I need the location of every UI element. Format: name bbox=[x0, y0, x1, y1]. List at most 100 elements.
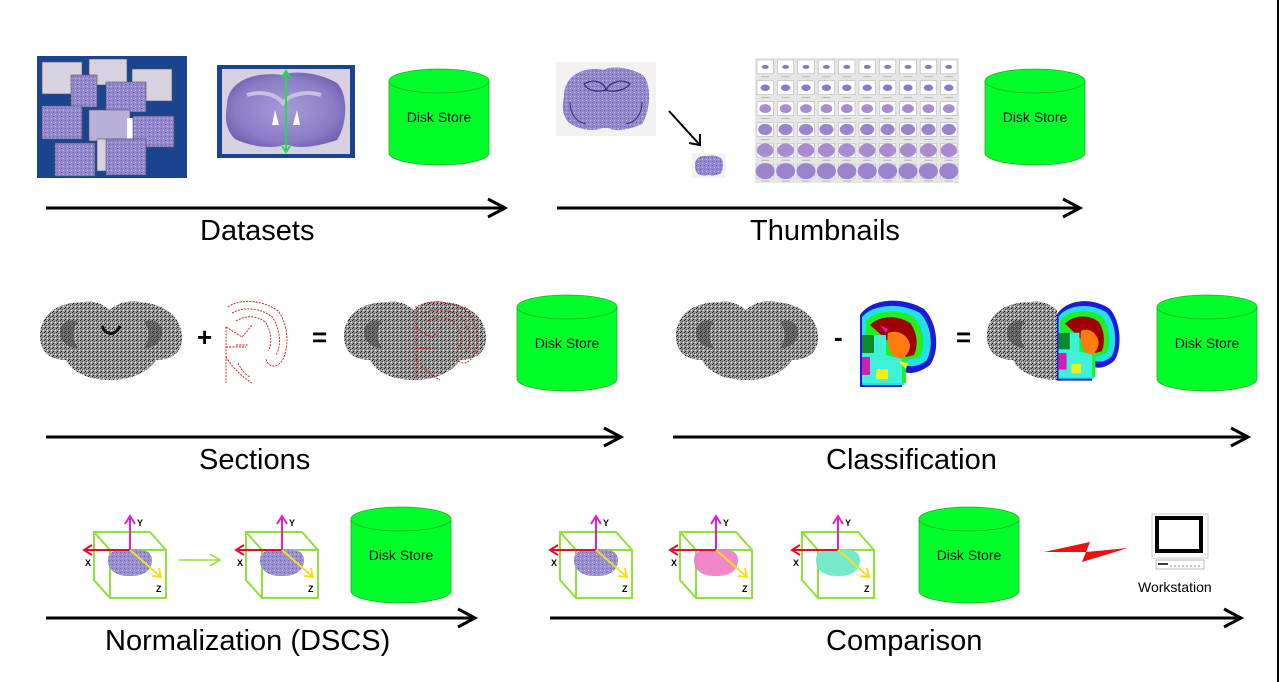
y-axis-label: Y bbox=[603, 518, 609, 528]
workstation-label: Workstation bbox=[1138, 579, 1212, 595]
thumbnail-cell bbox=[755, 163, 775, 182]
thumbnail-cell bbox=[940, 80, 958, 98]
disk-store-label: Disk Store bbox=[1002, 109, 1068, 125]
stage-label-normalization: Normalization (DSCS) bbox=[105, 625, 391, 657]
normalization-arrow bbox=[46, 607, 479, 629]
y-axis-label: Y bbox=[137, 518, 143, 528]
disk-store-label: Disk Store bbox=[1174, 335, 1240, 351]
thumbnail-image bbox=[692, 153, 726, 178]
coordinate-cube-normalized: Y X Z bbox=[232, 512, 332, 602]
atlas-contour-image bbox=[225, 301, 288, 384]
thumbnail-cell bbox=[939, 163, 959, 182]
z-axis-label: Z bbox=[308, 584, 314, 594]
comparison-arrow bbox=[550, 607, 1245, 629]
coordinate-cube-purple: Y X Z bbox=[546, 512, 646, 602]
gray-section-image bbox=[676, 301, 818, 380]
x-axis-label: X bbox=[237, 558, 243, 568]
thumbnail-cell bbox=[857, 163, 877, 182]
thumbnail-cell bbox=[879, 101, 897, 119]
thumbnail-cell bbox=[776, 163, 796, 182]
thumbnail-cell bbox=[898, 163, 918, 182]
disk-store-datasets: Disk Store bbox=[388, 67, 490, 167]
thumbnail-cell bbox=[918, 163, 938, 182]
thumbnail-cell bbox=[817, 59, 835, 78]
downsample-arrow bbox=[668, 110, 701, 147]
lightning-link-icon bbox=[1044, 542, 1128, 562]
disk-store-thumbnails: Disk Store bbox=[984, 67, 1086, 167]
plus-operator: + bbox=[197, 322, 213, 352]
thumbnail-cell bbox=[899, 143, 917, 161]
equals-operator: = bbox=[956, 322, 972, 352]
thumbnail-cell bbox=[777, 80, 795, 98]
coordinate-cube-purple: Y X Z bbox=[80, 512, 180, 602]
transform-arrow bbox=[179, 553, 222, 567]
thumbnail-cell bbox=[777, 122, 795, 140]
x-axis-label: X bbox=[551, 558, 557, 568]
thumbnail-cell bbox=[919, 101, 937, 119]
thumbnail-cell bbox=[756, 122, 774, 140]
disk-store-sections: Disk Store bbox=[516, 293, 618, 393]
thumbnail-cell bbox=[797, 143, 815, 161]
y-axis-label: Y bbox=[289, 518, 295, 528]
stage-label-classification: Classification bbox=[826, 444, 997, 476]
disk-store-normalization: Disk Store bbox=[350, 505, 452, 605]
section-with-contour-image bbox=[344, 301, 486, 381]
thumbnail-cell bbox=[899, 59, 917, 78]
z-axis-label: Z bbox=[622, 584, 628, 594]
thumbnails-arrow bbox=[557, 197, 1084, 219]
thumbnail-cell bbox=[919, 143, 937, 161]
thumbnail-cell bbox=[817, 122, 835, 140]
datasets-arrow bbox=[46, 197, 509, 219]
disk-store-label: Disk Store bbox=[368, 547, 434, 563]
thumbnail-cell bbox=[919, 122, 937, 140]
atlas-region-labels-image bbox=[860, 300, 937, 387]
thumbnail-cell bbox=[899, 122, 917, 140]
thumbnail-cell bbox=[837, 163, 857, 182]
thumbnail-cell bbox=[858, 80, 876, 98]
thumbnail-cell bbox=[756, 143, 774, 161]
right-border bbox=[1277, 0, 1279, 682]
y-axis-label: Y bbox=[845, 518, 851, 528]
thumbnail-cell bbox=[756, 59, 774, 78]
thumbnail-cell bbox=[899, 101, 917, 119]
thumbnail-cell bbox=[879, 143, 897, 161]
x-axis-label: X bbox=[671, 558, 677, 568]
thumbnail-cell bbox=[879, 80, 897, 98]
classified-section-image bbox=[987, 301, 1120, 381]
thumbnail-cell bbox=[858, 101, 876, 119]
disk-store-label: Disk Store bbox=[936, 547, 1002, 563]
thumbnail-cell bbox=[797, 80, 815, 98]
thumbnail-cell bbox=[940, 59, 958, 78]
thumbnail-cell bbox=[940, 122, 958, 140]
z-axis-label: Z bbox=[742, 584, 748, 594]
thumbnail-cell bbox=[919, 59, 937, 78]
thumbnail-cell bbox=[756, 101, 774, 119]
thumbnail-cell bbox=[816, 163, 836, 182]
sections-arrow bbox=[46, 426, 625, 448]
mosaic-tiles-image bbox=[37, 56, 187, 178]
classification-arrow bbox=[673, 426, 1252, 448]
thumbnail-cell bbox=[899, 80, 917, 98]
full-resolution-section-image bbox=[556, 62, 656, 136]
gray-section-image bbox=[40, 301, 182, 380]
y-axis-label: Y bbox=[723, 518, 729, 528]
workstation-icon bbox=[1151, 513, 1209, 570]
thumbnail-cell bbox=[777, 101, 795, 119]
stage-label-sections: Sections bbox=[199, 444, 311, 476]
thumbnail-cell bbox=[838, 101, 856, 119]
coordinate-cube-pink: Y X Z bbox=[666, 512, 766, 602]
thumbnail-cell bbox=[756, 80, 774, 98]
thumbnail-cell bbox=[817, 143, 835, 161]
thumbnail-cell bbox=[878, 163, 898, 182]
thumbnail-cell bbox=[879, 59, 897, 78]
thumbnail-cell bbox=[858, 59, 876, 78]
thumbnail-cell bbox=[796, 163, 816, 182]
minus-operator: - bbox=[834, 322, 843, 352]
thumbnail-cell bbox=[777, 143, 795, 161]
equals-operator: = bbox=[312, 322, 328, 352]
thumbnail-cell bbox=[940, 101, 958, 119]
z-axis-label: Z bbox=[864, 584, 870, 594]
x-axis-label: X bbox=[85, 558, 91, 568]
stage-label-datasets: Datasets bbox=[200, 215, 315, 247]
stage-label-comparison: Comparison bbox=[826, 625, 983, 657]
